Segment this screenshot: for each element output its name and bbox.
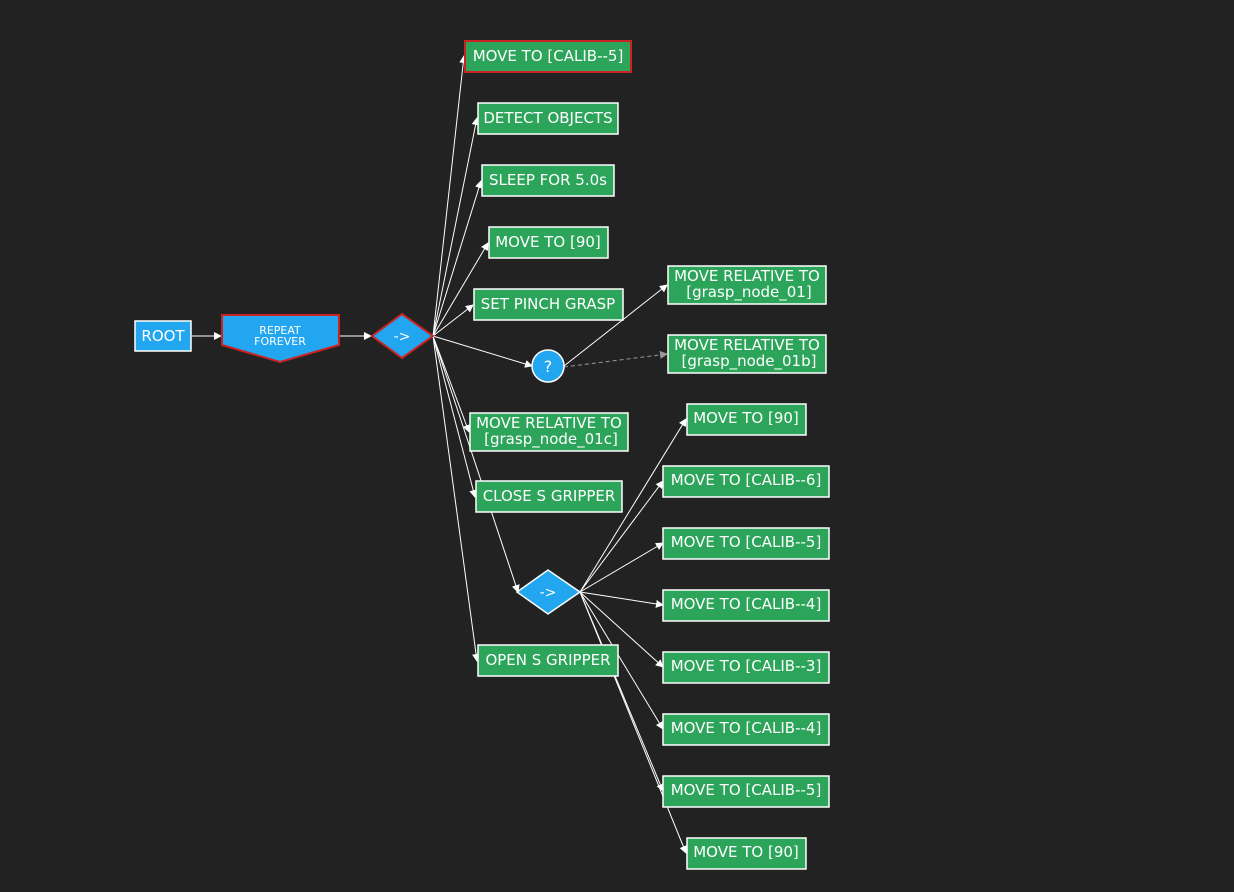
node-set-pinch-grasp[interactable]: SET PINCH GRASP [473,288,624,321]
edge-seq2-c1 [579,418,687,593]
node-label: MOVE TO [90] [495,233,601,251]
node-close-s-gripper[interactable]: CLOSE S GRIPPER [475,480,623,513]
node-root-label: ROOT [141,327,185,345]
node-label-line-1: MOVE RELATIVE TO [476,414,622,432]
node-sequence-calib-label: -> [540,585,557,601]
node-calib-child-4[interactable]: MOVE TO [CALIB--4] [662,589,830,622]
node-calib-child-2[interactable]: MOVE TO [CALIB--6] [662,465,830,498]
edge-fallback-rel01 [563,284,668,367]
node-calib-child-8[interactable]: MOVE TO [90] [686,837,807,870]
edge-seq1-close [432,335,478,498]
node-calib-child-6[interactable]: MOVE TO [CALIB--4] [662,713,830,746]
edge-seq2-c4 [579,591,664,608]
node-open-s-gripper[interactable]: OPEN S GRIPPER [477,644,619,677]
node-label-line-1: MOVE RELATIVE TO [674,336,820,354]
edge-seq2-c2 [579,480,664,593]
edge-seq1-detect [432,117,480,337]
node-label: SLEEP FOR 5.0s [489,171,607,189]
edge-seq2-c8 [579,591,688,854]
node-label-line-2: [grasp_node_01b] [682,352,817,371]
node-label: MOVE TO [CALIB--4] [671,719,822,737]
node-move-to-calib-5-top[interactable]: MOVE TO [CALIB--5] [464,40,632,73]
node-label: MOVE TO [CALIB--5] [671,533,822,551]
edge-seq2-c3 [579,542,664,593]
edge-fallback-rel01b-dashed [563,350,668,368]
node-label: MOVE TO [CALIB--4] [671,595,822,613]
node-label: SET PINCH GRASP [481,295,615,313]
node-move-relative-01[interactable]: MOVE RELATIVE TO [grasp_node_01] [667,265,827,305]
node-label: OPEN S GRIPPER [485,651,610,669]
node-fallback-label: ? [544,357,553,376]
node-sequence-calib[interactable]: -> [515,569,582,615]
node-move-relative-01c[interactable]: MOVE RELATIVE TO [grasp_node_01c] [469,412,629,452]
node-label: DETECT OBJECTS [483,109,612,127]
edge-seq1-seq2 [432,335,520,593]
node-calib-child-5[interactable]: MOVE TO [CALIB--3] [662,651,830,684]
node-calib-child-7[interactable]: MOVE TO [CALIB--5] [662,775,830,808]
node-move-to-90-a[interactable]: MOVE TO [90] [488,226,609,259]
node-label: CLOSE S GRIPPER [483,487,616,505]
node-label-line-2: [grasp_node_01c] [484,430,618,449]
node-label: MOVE TO [CALIB--3] [671,657,822,675]
node-sequence-main[interactable]: -> [370,312,435,360]
edge-seq1-rel01c [432,335,471,433]
edges [192,55,688,854]
node-fallback[interactable]: ? [531,349,565,383]
node-root[interactable]: ROOT [134,320,192,352]
edge-seq1-move90 [432,242,489,337]
node-detect-objects[interactable]: DETECT OBJECTS [477,102,619,135]
node-calib-child-3[interactable]: MOVE TO [CALIB--5] [662,527,830,560]
node-label: MOVE TO [CALIB--5] [671,781,822,799]
node-label-line-1: MOVE RELATIVE TO [674,267,820,285]
edge-seq2-c5 [579,591,664,668]
node-repeat-line-2: FOREVER [254,335,306,348]
node-repeat-line-1: REPEAT [259,324,301,337]
node-label-line-2: [grasp_node_01] [686,283,811,302]
node-label: MOVE TO [90] [693,843,799,861]
node-calib-child-1[interactable]: MOVE TO [90] [686,403,807,436]
edge-seq1-fallback [432,335,533,368]
edge-seq1-pinch [432,304,474,337]
edge-seq1-move-calib5 [432,55,468,337]
node-repeat-forever[interactable]: REPEAT FOREVER [221,314,340,364]
node-label: MOVE TO [CALIB--6] [671,471,822,489]
node-move-relative-01b[interactable]: MOVE RELATIVE TO [grasp_node_01b] [667,334,827,374]
edge-seq1-open [432,335,481,662]
node-sleep[interactable]: SLEEP FOR 5.0s [481,164,615,197]
node-sequence-main-label: -> [394,329,411,345]
edge-seq2-c6 [579,591,664,730]
edge-seq1-sleep [432,180,483,337]
node-label: MOVE TO [90] [693,409,799,427]
node-label: MOVE TO [CALIB--5] [473,47,624,65]
